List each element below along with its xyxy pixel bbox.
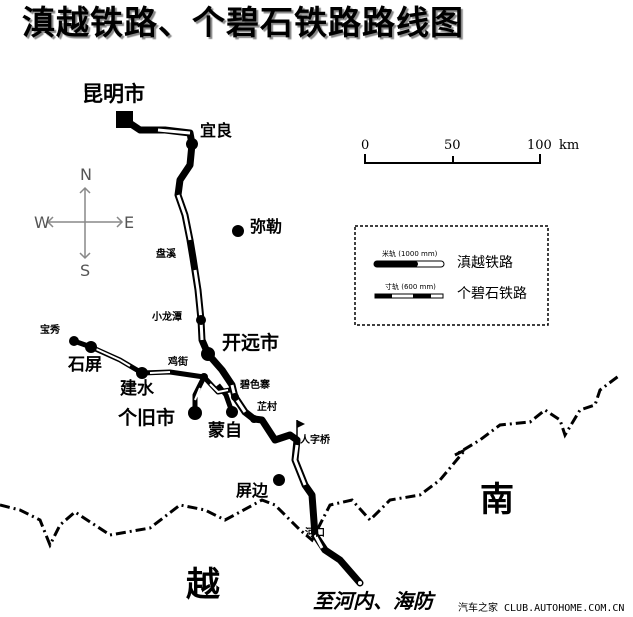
label-hekou: 河口 bbox=[305, 528, 325, 539]
label-yiliang: 宜良 bbox=[200, 121, 233, 140]
legend-name-2: 个碧石铁路 bbox=[457, 286, 527, 302]
compass-icon bbox=[46, 186, 124, 260]
kunming-marker bbox=[116, 111, 133, 128]
station-dots bbox=[69, 138, 285, 486]
scale-tick-0: 0 bbox=[361, 138, 370, 153]
mengzi-dot bbox=[226, 406, 238, 418]
zhicun-dot bbox=[250, 415, 258, 423]
compass-west: W bbox=[34, 213, 50, 232]
label-pingbian: 屏边 bbox=[236, 481, 269, 500]
label-jijie: 鸡街 bbox=[168, 357, 188, 368]
scale-tick-100: 100 bbox=[527, 138, 552, 153]
kaiyuan-dot bbox=[201, 347, 215, 361]
national-border bbox=[0, 373, 621, 549]
label-xiaolongtan: 小龙潭 bbox=[152, 312, 182, 323]
mile-dot bbox=[232, 225, 244, 237]
xiaolongtan-dot bbox=[196, 315, 206, 325]
region-yue: 越 bbox=[186, 565, 220, 605]
jianshui-dot bbox=[136, 367, 148, 379]
bisezhai-dot bbox=[231, 393, 239, 401]
label-baoxiu: 宝秀 bbox=[40, 325, 60, 336]
legend-gauge-label-2: 寸轨 (600 mm) bbox=[385, 283, 436, 291]
baoxiu-dot bbox=[69, 336, 79, 346]
label-jianshui: 建水 bbox=[120, 379, 154, 399]
scale-unit: km bbox=[559, 138, 580, 153]
compass-north: N bbox=[80, 165, 92, 184]
label-mengzi: 蒙自 bbox=[208, 421, 242, 441]
scale-bar bbox=[364, 154, 541, 164]
legend-gauge-label-1: 米轨 (1000 mm) bbox=[382, 250, 438, 258]
label-kunming: 昆明市 bbox=[82, 82, 145, 106]
legend-name-1: 滇越铁路 bbox=[457, 255, 513, 271]
label-bisezhai: 碧色寨 bbox=[240, 380, 270, 391]
pingbian-dot bbox=[273, 474, 285, 486]
label-panxi: 盘溪 bbox=[156, 249, 176, 260]
yunnan-vietnam-railway bbox=[121, 116, 364, 587]
label-zhicun: 芷村 bbox=[257, 402, 277, 413]
label-renziqiao: 人字桥 bbox=[300, 435, 330, 446]
label-to-hanoi-haiphong: 至河内、海防 bbox=[313, 589, 433, 613]
legend-box bbox=[354, 225, 549, 326]
map-title: 滇越铁路、个碧石铁路路线图 bbox=[22, 3, 464, 42]
label-kaiyuan: 开远市 bbox=[222, 332, 280, 354]
legend-narrow-gauge-swatch bbox=[374, 293, 444, 299]
compass-east: E bbox=[124, 213, 135, 232]
watermark: 汽车之家 CLUB.AUTOHOME.COM.CN bbox=[458, 603, 625, 614]
region-nan: 南 bbox=[480, 480, 514, 520]
yiliang-dot bbox=[186, 138, 198, 150]
jijie-dot bbox=[200, 373, 208, 381]
panxi-dot bbox=[190, 255, 196, 261]
label-mile: 弥勒 bbox=[250, 217, 283, 236]
label-gejiu: 个旧市 bbox=[118, 407, 176, 429]
compass-south: S bbox=[80, 261, 91, 280]
shiping-dot bbox=[85, 341, 97, 353]
label-shiping: 石屏 bbox=[68, 355, 102, 375]
legend-meter-gauge-swatch bbox=[373, 260, 445, 268]
scale-tick-50: 50 bbox=[444, 138, 461, 153]
gejiu-dot bbox=[188, 406, 202, 420]
flag-icon bbox=[296, 420, 305, 440]
